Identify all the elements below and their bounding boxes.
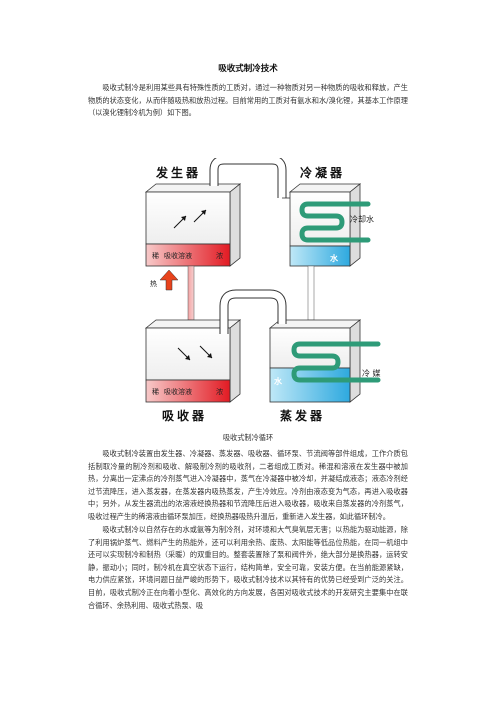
absorber-dilute-label: 稀 (152, 387, 159, 396)
evaporator-vessel (268, 319, 362, 403)
diagram-caption: 吸收式制冷循环 (222, 433, 274, 442)
condenser-vessel (288, 183, 362, 267)
generator-label: 发生器 (155, 165, 201, 180)
condenser-coil (299, 201, 371, 243)
absorption-cycle-diagram: 发生器 冷凝器 稀 吸收溶液 浓 水 冷却水 (144, 158, 381, 423)
refrigerant-pipe (307, 265, 315, 321)
evaporator-label: 蒸发器 (280, 408, 325, 423)
condenser-water-label: 水 (329, 253, 339, 263)
condenser-label: 冷凝器 (300, 165, 345, 180)
heat-arrow (159, 269, 179, 291)
solution-pipe (187, 265, 195, 321)
body-paragraph-1: 吸收式制冷装置由发生器、冷凝器、蒸发器、吸收器、循环泵、节流阀等部件组成，工作介… (88, 449, 408, 521)
body-paragraph-2: 吸收式制冷以自然存在的水或氨等为制冷剂，对环境和大气臭氧层无害；以热能为驱动能源… (88, 525, 408, 610)
document-title: 吸收式制冷技术 (218, 64, 278, 74)
heat-label: 热 (150, 279, 157, 288)
absorber-vessel (144, 319, 242, 403)
cooling-water-label: 冷却水 (350, 214, 374, 224)
generator-vessel (144, 183, 242, 267)
evaporator-water-label: 水 (273, 376, 283, 386)
intro-paragraph: 吸收式制冷是利用某些具有特殊性质的工质对，通过一种物质对另一种物质的吸收和释放，… (88, 83, 408, 118)
evaporator-coil (291, 341, 381, 383)
absorber-label: 吸收器 (162, 408, 207, 423)
absorber-solution-label: 吸收溶液 (164, 387, 192, 396)
absorber-conc-label: 浓 (216, 387, 223, 396)
refrigerant-label: 冷 媒 (362, 368, 381, 378)
generator-conc-label: 浓 (216, 251, 223, 260)
generator-dilute-label: 稀 (152, 251, 159, 260)
generator-solution-label: 吸收溶液 (164, 251, 192, 260)
